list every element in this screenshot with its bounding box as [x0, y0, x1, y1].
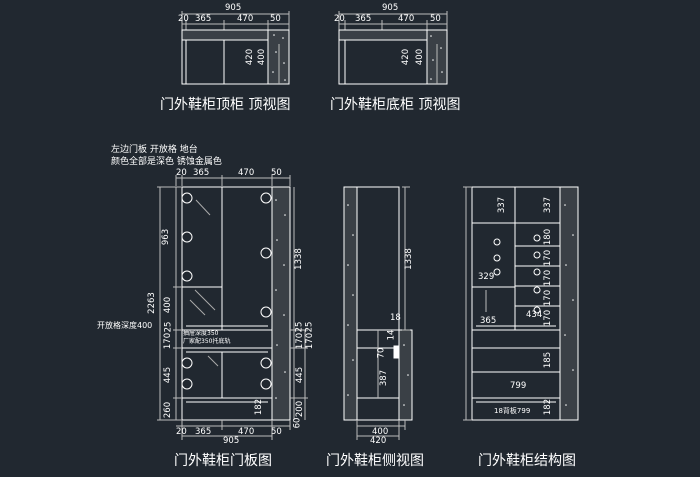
dim-door-b20: 20: [176, 427, 187, 437]
dim-struct-h329: 329: [478, 272, 495, 282]
title-top-cabinet: 门外鞋柜顶柜 顶视图: [160, 97, 291, 113]
dim-struct-h337b: 337: [543, 196, 554, 214]
dim-struct-h170a: 170: [543, 249, 554, 267]
dim-door-b50: 50: [271, 427, 282, 437]
dim-door-r445: 445: [295, 366, 306, 384]
note-line2: 颜色全部是深色 锈蚀金属色: [111, 157, 222, 167]
dim-side-h70: 70: [376, 347, 387, 359]
dim-side-b420: 420: [370, 436, 387, 446]
dim-door-w20: 20: [176, 168, 187, 178]
dim-door-r170b: 170: [305, 332, 316, 350]
dim-door-b905: 905: [223, 436, 240, 446]
dim-b470: 470: [398, 14, 415, 24]
title-structure: 门外鞋柜结构图: [478, 453, 576, 469]
dim-struct-h170b: 170: [543, 269, 554, 287]
dim-total-width-top: 905: [225, 3, 242, 13]
note-open-depth: 开放格深度400: [97, 321, 153, 330]
dim-struct-h170d: 170: [543, 309, 554, 327]
dim-struct-h182: 182: [543, 398, 554, 416]
dim-d400-top: 400: [257, 48, 268, 66]
dim-b400: 400: [415, 48, 426, 66]
side-view: [343, 186, 413, 440]
dim-h1338-door: 1338: [293, 248, 304, 270]
title-side-view: 门外鞋柜侧视图: [326, 453, 424, 469]
dim-side-h18: 18: [390, 313, 401, 323]
dim-h445: 445: [163, 366, 174, 384]
structure-view: [463, 186, 579, 421]
dim-door-r170: 170: [295, 332, 306, 350]
dim-b50: 50: [430, 14, 441, 24]
dim-side-h1338: 1338: [403, 248, 414, 270]
dim-door-w365: 365: [193, 168, 210, 178]
dim-struct-h180: 180: [543, 228, 554, 246]
dim-struct-w365: 365: [480, 316, 497, 326]
dim-h963: 963: [161, 228, 172, 246]
dim-w50: 50: [270, 14, 281, 24]
dim-struct-w434: 434: [526, 310, 543, 320]
door-panel-view: [157, 175, 308, 440]
dim-door-r200: 200: [295, 400, 306, 418]
dim-struct-h337: 337: [497, 196, 508, 214]
dim-b365: 365: [355, 14, 372, 24]
dim-b420: 420: [401, 48, 412, 66]
dim-side-h14: 14: [386, 329, 397, 341]
dim-side-h387: 387: [379, 369, 390, 387]
dim-h2263: 2263: [146, 292, 157, 314]
drawer-depth-note: 抽屉深度350: [183, 330, 219, 337]
dim-h170: 170: [163, 332, 174, 350]
dim-d420-top: 420: [245, 48, 256, 66]
dim-b20: 20: [334, 14, 345, 24]
factory-rail-note: 厂家配350托底轨: [183, 338, 231, 345]
drawer-note: 抽屉深度350 厂家配350托底轨: [183, 330, 230, 346]
dim-w470: 470: [237, 14, 254, 24]
stone-hatch: [272, 34, 574, 406]
dim-door-r60: 60: [292, 417, 303, 429]
dim-door-h182: 182: [254, 398, 265, 416]
dim-door-r25: 25: [294, 321, 305, 333]
dim-door-r25b: 25: [304, 321, 315, 333]
dim-total-width-bottom: 905: [382, 3, 399, 13]
dim-h400: 400: [163, 296, 174, 314]
dim-h260: 260: [163, 401, 174, 419]
dim-w365: 365: [195, 14, 212, 24]
board-note: 18背板799: [494, 407, 531, 415]
dim-door-b365: 365: [195, 427, 212, 437]
title-door-panel: 门外鞋柜门板图: [174, 453, 272, 469]
dim-struct-h170c: 170: [543, 289, 554, 307]
dim-door-w50: 50: [271, 168, 282, 178]
dim-struct-h185: 185: [543, 351, 554, 369]
dim-door-w470: 470: [238, 168, 255, 178]
bottom-cabinet-top-view: [338, 11, 448, 85]
dim-w20: 20: [178, 14, 189, 24]
dim-h25: 25: [163, 321, 174, 333]
dim-struct-w799: 799: [510, 381, 527, 391]
dim-door-b470: 470: [238, 427, 255, 437]
note-line1: 左边门板 开放格 地台: [111, 145, 198, 155]
dim-side-b400: 400: [372, 427, 389, 437]
title-bottom-cabinet: 门外鞋柜底柜 顶视图: [330, 97, 461, 113]
top-cabinet-top-view: [181, 11, 290, 85]
